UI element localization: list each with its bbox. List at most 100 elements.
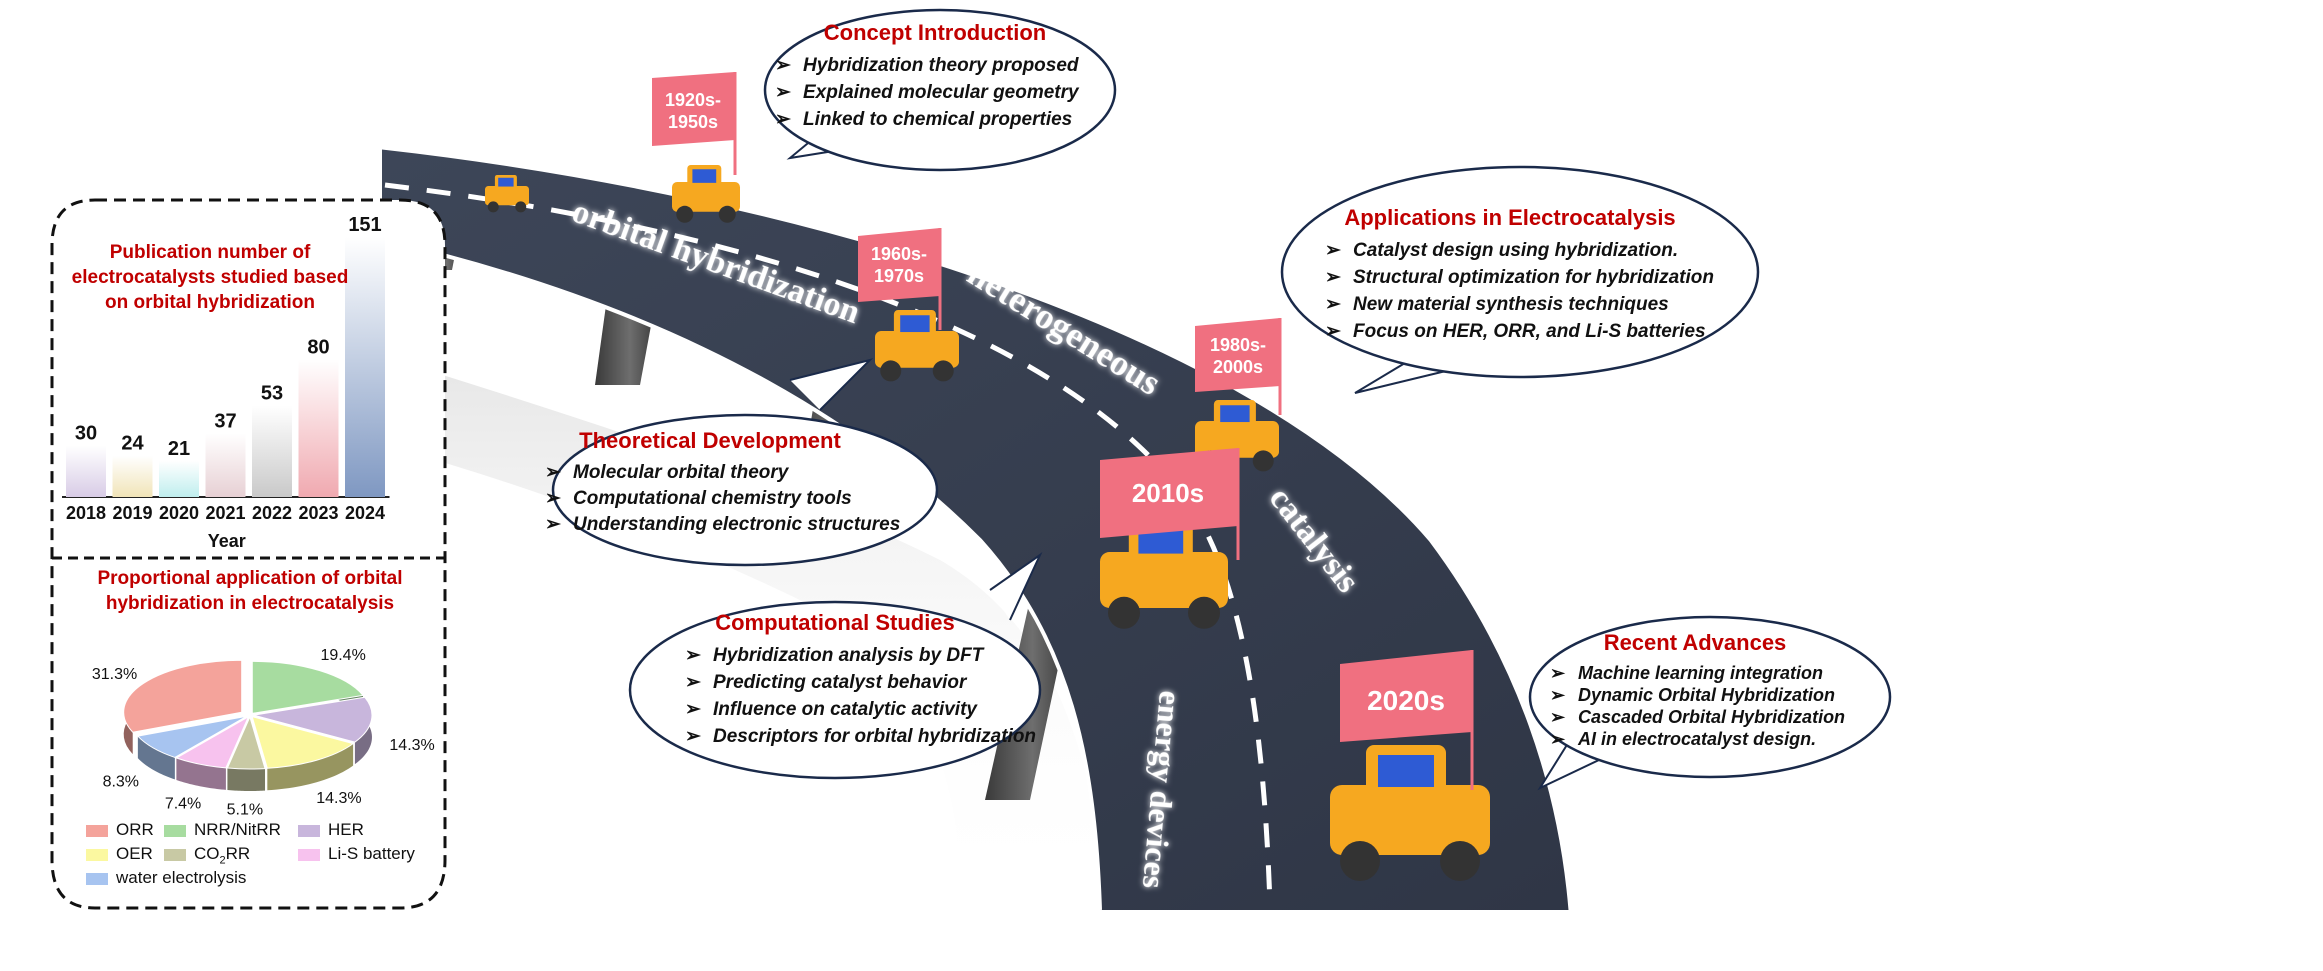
bar-value-label: 37 <box>214 410 236 432</box>
bar-2020 <box>159 460 199 497</box>
list-item: Explained molecular geometry <box>775 79 1095 106</box>
list-item: New material synthesis techniques <box>1325 291 1725 318</box>
flag-2010s: 2010s <box>1100 448 1240 560</box>
pie-chart: 31.3%19.4%14.3%14.3%5.1%7.4%8.3% <box>92 647 435 819</box>
bubble-concept: Concept Introduction Hybridization theor… <box>775 20 1095 133</box>
pie-value-label: 19.4% <box>320 647 365 664</box>
pie-legend: ORR NRR/NitRR HER OER CO2RR Li-S battery… <box>86 820 446 900</box>
legend-label: ORR <box>116 820 154 839</box>
bar-2018 <box>66 445 106 497</box>
x-tick-label: 2023 <box>298 503 338 523</box>
legend-swatch <box>86 872 108 885</box>
pie-value-label: 5.1% <box>227 802 263 819</box>
list-item: Structural optimization for hybridizatio… <box>1325 264 1725 291</box>
pie-slice-side <box>176 758 226 790</box>
legend-item-orr: ORR <box>86 820 154 840</box>
legend-label: NRR/NitRR <box>194 820 281 839</box>
legend-label: CO <box>194 844 220 863</box>
road <box>382 148 1570 910</box>
flag-label: 1980s-2000s <box>1210 335 1266 377</box>
bar-chart-title: Publication number of electrocatalysts s… <box>71 242 349 313</box>
legend-item-oer: OER <box>86 844 153 864</box>
pie-chart-title: Proportional application of orbital hybr… <box>97 568 403 614</box>
bar-2024 <box>345 237 385 497</box>
road-center-line <box>384 182 1273 906</box>
x-tick-label: 2022 <box>252 503 292 523</box>
road-inner-edge <box>381 238 1102 911</box>
flag-1980s-2000s: 1980s-2000s <box>1195 318 1282 415</box>
x-tick-label: 2020 <box>159 503 199 523</box>
legend-swatch <box>86 848 108 861</box>
list-item: Focus on HER, ORR, and Li-S batteries <box>1325 318 1725 345</box>
pie-slice-CO2RR <box>226 715 266 770</box>
bar-value-label: 80 <box>307 336 329 358</box>
pie-value-label: 31.3% <box>92 666 137 683</box>
list-item: Molecular orbital theory <box>545 460 935 486</box>
flag-1920s-1950s: 1920s-1950s <box>652 72 737 175</box>
bar-2022 <box>252 405 292 497</box>
legend-swatch <box>298 824 320 837</box>
legend-label: HER <box>328 820 364 839</box>
list-item: Influence on catalytic activity <box>685 696 1045 723</box>
pie-slice-Li-S battery <box>175 715 250 769</box>
bar-value-label: 21 <box>168 438 190 460</box>
list-item: Predicting catalyst behavior <box>685 669 1045 696</box>
legend-label: Li-S battery <box>328 844 415 863</box>
x-tick-label: 2019 <box>112 503 152 523</box>
legend-item-her: HER <box>298 820 364 840</box>
vehicle-icon <box>1330 745 1490 881</box>
list-item: AI in electrocatalyst design. <box>1550 728 1880 750</box>
legend-subscript: 2 <box>219 854 226 867</box>
list-item: Computational chemistry tools <box>545 486 935 512</box>
flag-label: 1920s-1950s <box>665 90 721 132</box>
bubble-computational: Computational Studies Hybridization anal… <box>685 610 1045 750</box>
bubble-recent: Recent Advances Machine learning integra… <box>1550 630 1880 750</box>
bubble-list: Hybridization theory proposed Explained … <box>775 52 1095 133</box>
legend-swatch <box>164 848 186 861</box>
pie-value-label: 14.3% <box>389 737 434 754</box>
bar-value-label: 24 <box>121 433 144 455</box>
bar-value-label: 151 <box>348 214 381 236</box>
legend-label: water electrolysis <box>116 868 247 887</box>
vehicle-icon <box>485 175 529 213</box>
pie-slice-ORR <box>123 659 243 733</box>
x-tick-label: 2021 <box>205 503 245 523</box>
pie-slice-HER <box>253 696 373 743</box>
bubble-title: Applications in Electrocatalysis <box>1344 205 1676 230</box>
road-shadow <box>290 330 1110 900</box>
bubble-applications: Applications in Electrocatalysis Catalys… <box>1325 205 1725 345</box>
bar-2021 <box>205 433 246 497</box>
vehicle-icon <box>1100 520 1228 629</box>
bubble-list: Catalyst design using hybridization. Str… <box>1325 237 1725 345</box>
legend-item-nrr: NRR/NitRR <box>164 820 281 840</box>
legend-swatch <box>298 848 320 861</box>
flag-label: 2020s <box>1367 685 1445 716</box>
legend-item-water: water electrolysis <box>86 868 246 888</box>
bar-value-label: 30 <box>75 422 97 444</box>
x-tick-label: 2018 <box>66 503 106 523</box>
bubble-title: Computational Studies <box>715 610 955 635</box>
list-item: Catalyst design using hybridization. <box>1325 237 1725 264</box>
bubble-list: Molecular orbital theory Computational c… <box>545 460 935 538</box>
pie-slice-side <box>137 736 175 780</box>
pie-value-label: 8.3% <box>103 774 139 791</box>
flag-label: 2010s <box>1132 478 1204 508</box>
list-item: Linked to chemical properties <box>775 106 1095 133</box>
bubble-theoretical: Theoretical Development Molecular orbita… <box>545 428 935 538</box>
vehicle-icon <box>875 310 959 382</box>
flag-1960s-1970s: 1960s-1970s <box>858 228 942 330</box>
x-axis-label: Year <box>208 531 246 551</box>
list-item: Dynamic Orbital Hybridization <box>1550 684 1880 706</box>
list-item: Machine learning integration <box>1550 662 1880 684</box>
bubble-title: Recent Advances <box>1603 630 1787 655</box>
flag-2020s: 2020s <box>1340 650 1474 790</box>
list-item: Hybridization theory proposed <box>775 52 1095 79</box>
pie-value-label: 14.3% <box>316 790 361 807</box>
legend-item-co2rr: CO2RR <box>164 844 250 866</box>
legend-swatch <box>164 824 186 837</box>
legend-label: OER <box>116 844 153 863</box>
legend-label: RR <box>225 844 251 863</box>
pie-slice-OER <box>251 715 355 769</box>
vehicle-icon <box>672 165 740 223</box>
flag-label: 1960s-1970s <box>871 244 927 286</box>
